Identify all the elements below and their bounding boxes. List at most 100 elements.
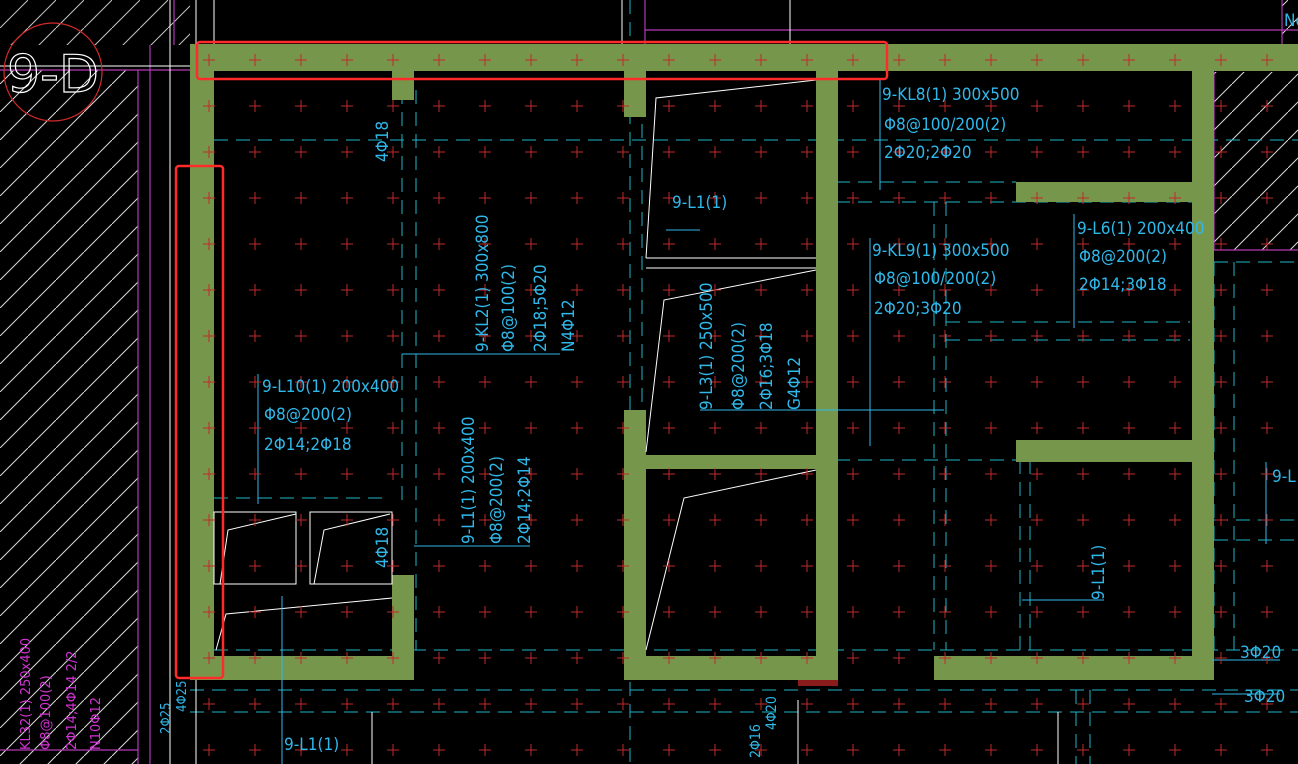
grid-plus-mark [1169, 606, 1181, 618]
grid-plus-mark [1077, 238, 1089, 250]
grid-plus-mark [1031, 376, 1043, 388]
grid-plus-mark [387, 192, 399, 204]
grid-plus-mark [663, 284, 675, 296]
grid-plus-mark [479, 192, 491, 204]
grid-plus-mark [1261, 192, 1273, 204]
grid-plus-mark [1169, 514, 1181, 526]
grid-plus-mark [1169, 284, 1181, 296]
grid-plus-mark [525, 560, 537, 572]
grid-plus-mark [341, 514, 353, 526]
grid-plus-mark [985, 468, 997, 480]
grid-plus-mark [295, 146, 307, 158]
grid-plus-mark [479, 468, 491, 480]
grid-plus-mark [1215, 284, 1227, 296]
grid-plus-mark [1123, 146, 1135, 158]
grid-plus-mark [479, 146, 491, 158]
grid-plus-mark [1123, 100, 1135, 112]
grid-plus-mark [985, 514, 997, 526]
grid-plus-mark [709, 376, 721, 388]
grid-plus-mark [709, 284, 721, 296]
grid-plus-mark [1123, 606, 1135, 618]
grid-plus-mark [479, 744, 491, 756]
grid-plus-mark [295, 284, 307, 296]
grid-plus-mark [1215, 514, 1227, 526]
grid-plus-mark [939, 422, 951, 434]
grid-plus-mark [985, 238, 997, 250]
grid-plus-mark [525, 698, 537, 710]
grid-plus-mark [203, 330, 215, 342]
grid-plus-mark [203, 422, 215, 434]
grid-plus-mark [433, 560, 445, 572]
grid-plus-mark [1123, 560, 1135, 572]
grid-plus-mark [525, 606, 537, 618]
grid-plus-mark [433, 100, 445, 112]
l3-line-2: Φ8@200(2) [729, 322, 749, 410]
grid-plus-mark [847, 330, 859, 342]
grid-plus-mark [939, 54, 951, 66]
grid-plus-mark [479, 560, 491, 572]
grid-plus-mark [1215, 652, 1227, 664]
grid-plus-mark [893, 146, 905, 158]
grid-plus-mark [1031, 606, 1043, 618]
grid-plus-mark [893, 330, 905, 342]
grid-plus-mark [893, 192, 905, 204]
grid-plus-mark [663, 54, 675, 66]
kl2-line-2: Φ8@100(2) [499, 264, 519, 352]
grid-plus-mark [617, 744, 629, 756]
kl9-line-2: Φ8@100/200(2) [874, 269, 996, 289]
selection-highlight-top-beam[interactable] [195, 40, 889, 81]
grid-plus-mark [617, 330, 629, 342]
grid-plus-mark [663, 606, 675, 618]
grid-plus-mark [663, 146, 675, 158]
grid-plus-mark [1077, 100, 1089, 112]
kl8-line-3: 2Φ20;2Φ20 [884, 143, 972, 163]
grid-plus-mark [617, 238, 629, 250]
grid-plus-mark [801, 100, 813, 112]
grid-plus-mark [387, 238, 399, 250]
grid-plus-mark [249, 606, 261, 618]
grid-plus-mark [1215, 744, 1227, 756]
selection-highlight-left-beam[interactable] [174, 164, 225, 680]
slab-outlines [213, 79, 817, 651]
grid-plus-mark [433, 744, 445, 756]
grid-plus-mark [801, 698, 813, 710]
grid-plus-mark [571, 376, 583, 388]
grid-plus-mark [341, 698, 353, 710]
grid-plus-mark [939, 330, 951, 342]
grid-plus-mark [893, 698, 905, 710]
grid-plus-mark [295, 606, 307, 618]
grid-plus-mark [387, 422, 399, 434]
grid-plus-mark [571, 284, 583, 296]
grid-plus-mark [1031, 238, 1043, 250]
grid-plus-mark [571, 238, 583, 250]
grid-plus-mark [939, 514, 951, 526]
grid-plus-mark [985, 744, 997, 756]
grid-plus-mark [709, 514, 721, 526]
grid-plus-mark [847, 238, 859, 250]
grid-plus-mark [387, 514, 399, 526]
hatched-wall-left [0, 0, 190, 764]
rebar-4phi25: 4Φ25 [175, 680, 190, 712]
grid-plus-mark [939, 744, 951, 756]
grid-plus-mark [1261, 652, 1273, 664]
rebar-4phi18-top: 4Φ18 [373, 121, 393, 162]
l1-right-label: 9-L1(1) [1089, 545, 1109, 600]
grid-plus-mark [1169, 192, 1181, 204]
grid-plus-mark [1077, 468, 1089, 480]
l1-bottom-label: 9-L1(1) [284, 735, 339, 755]
kl8-line-2: Φ8@100/200(2) [884, 115, 1006, 135]
grid-plus-mark [479, 54, 491, 66]
grid-plus-mark [893, 422, 905, 434]
grid-plus-mark [709, 422, 721, 434]
grid-plus-mark [341, 146, 353, 158]
grid-plus-mark [341, 560, 353, 572]
grid-plus-mark [1169, 468, 1181, 480]
grid-plus-mark [1261, 468, 1273, 480]
grid-plus-mark [1123, 744, 1135, 756]
grid-plus-mark [617, 376, 629, 388]
axis-bubble: 9-D [3, 22, 103, 122]
grid-plus-mark [755, 468, 767, 480]
grid-plus-mark [341, 238, 353, 250]
grid-plus-mark [893, 376, 905, 388]
